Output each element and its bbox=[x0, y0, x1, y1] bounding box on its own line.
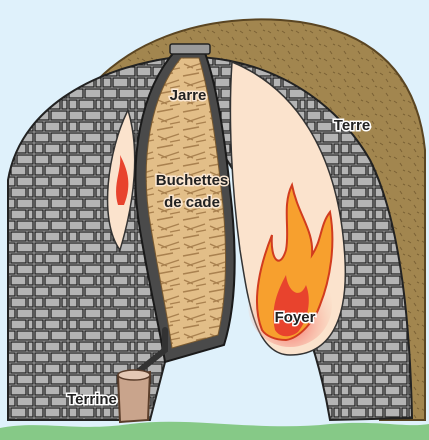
label-jarre: Jarre bbox=[170, 87, 207, 104]
label-buchettes-line1: Buchettes bbox=[156, 172, 229, 189]
label-terrine: Terrine bbox=[67, 391, 117, 408]
label-buchettes-line2: de cade bbox=[164, 194, 220, 211]
label-terre: Terre bbox=[334, 117, 370, 134]
terrine-rim bbox=[118, 370, 150, 380]
label-foyer: Foyer bbox=[275, 309, 316, 326]
jar-lid bbox=[170, 44, 210, 54]
